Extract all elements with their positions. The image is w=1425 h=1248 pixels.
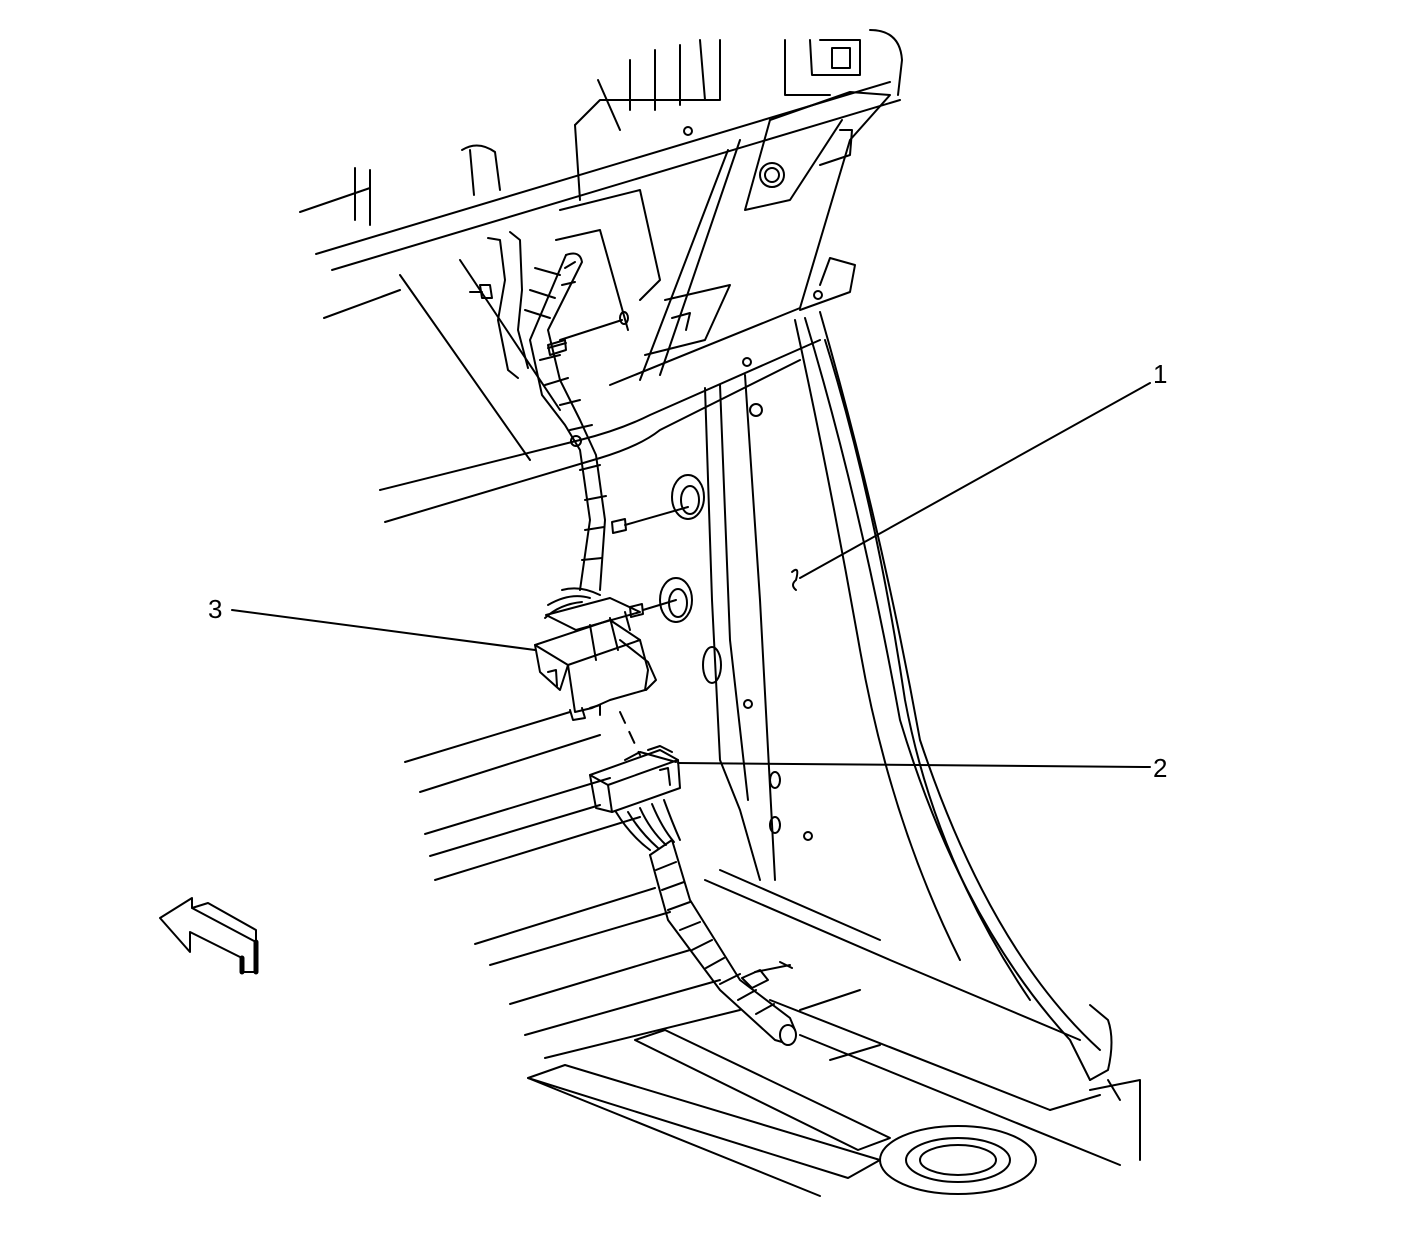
mounting-bracket <box>555 91 891 386</box>
grommet-holes <box>659 474 705 623</box>
connector-alignment-line <box>619 711 641 756</box>
body-pillar <box>702 311 1141 1161</box>
callout-1: 1 <box>1153 359 1167 389</box>
lower-wiring-harness <box>649 839 797 1046</box>
leader-line-3 <box>231 609 536 651</box>
upper-wiring-harness <box>469 231 689 618</box>
leader-line-2 <box>677 762 1151 768</box>
lower-electrical-connector <box>589 745 681 851</box>
floor-panel <box>404 711 1121 1197</box>
callout-3: 3 <box>208 594 222 624</box>
upper-cross-member <box>299 29 903 319</box>
view-direction-arrow-icon <box>159 897 259 975</box>
lower-cross-member <box>379 259 821 523</box>
callout-2: 2 <box>1153 753 1167 783</box>
leader-line-1 <box>799 382 1151 579</box>
upper-electrical-connector <box>534 587 657 721</box>
